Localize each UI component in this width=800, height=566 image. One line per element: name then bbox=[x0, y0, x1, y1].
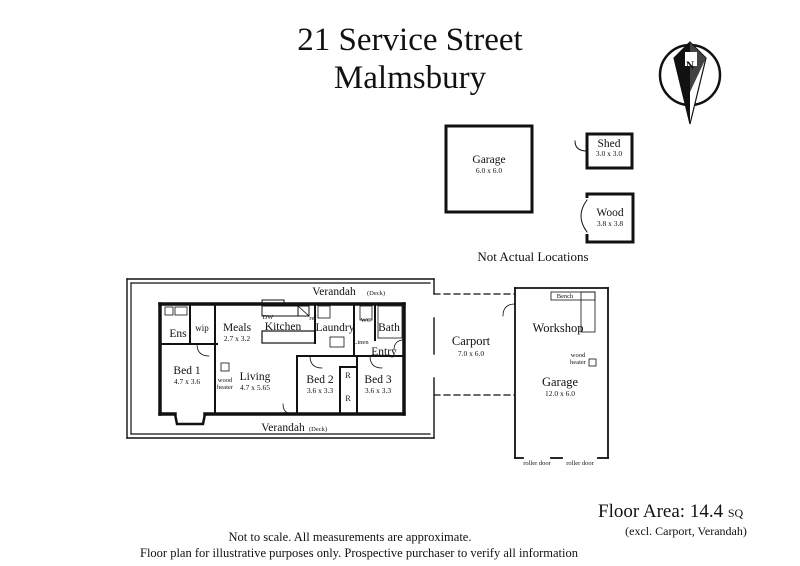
room-bed2-name: Bed 2 bbox=[306, 374, 333, 386]
wood-shed-size: 3.8 x 3.8 bbox=[597, 219, 624, 228]
robe-left: R bbox=[345, 371, 351, 380]
room-meals-name: Meals bbox=[223, 322, 252, 334]
garage-wood-heater-line-1: wood bbox=[571, 352, 586, 359]
title-line-2: Malmsbury bbox=[333, 60, 487, 96]
room-wip: wip bbox=[195, 323, 209, 333]
linen-label: Linen bbox=[353, 339, 369, 346]
room-ens: Ens bbox=[169, 328, 187, 340]
dishwasher-label: DW bbox=[263, 314, 275, 321]
carport-name: Carport bbox=[452, 334, 491, 348]
garage-building bbox=[514, 287, 609, 459]
compass-icon bbox=[658, 41, 722, 125]
wood-heater-line-2: heater bbox=[217, 384, 234, 391]
outbuilding-garage-size: 6.0 x 6.0 bbox=[476, 166, 503, 175]
garage-building-name: Garage bbox=[542, 375, 579, 389]
room-bed3-size: 3.6 x 3.3 bbox=[365, 386, 392, 395]
room-bath: Bath bbox=[378, 322, 400, 334]
bench-label: Bench bbox=[557, 293, 574, 300]
verandah-bottom-note: (Deck) bbox=[309, 426, 327, 433]
house-exterior-walls bbox=[158, 302, 406, 416]
disclaimer-line-1: Not to scale. All measurements are appro… bbox=[228, 530, 472, 544]
not-actual-locations: Not Actual Locations bbox=[477, 249, 588, 264]
roller-door-1: roller door bbox=[523, 460, 551, 467]
room-laundry: Laundry bbox=[316, 322, 355, 334]
room-bed1-name: Bed 1 bbox=[173, 365, 200, 377]
room-meals-size: 2.7 x 3.2 bbox=[224, 334, 251, 343]
detached-garage bbox=[444, 124, 534, 214]
roller-door-2: roller door bbox=[566, 460, 594, 467]
room-bed3-name: Bed 3 bbox=[364, 374, 391, 386]
carport-outline bbox=[433, 293, 516, 396]
room-wc: WC bbox=[361, 317, 371, 324]
room-bed2-size: 3.6 x 3.3 bbox=[307, 386, 334, 395]
wood-heater-line-1: wood bbox=[218, 377, 233, 384]
wood-heater-icon bbox=[220, 362, 230, 372]
floor-area-unit: SQ bbox=[727, 506, 744, 520]
workshop-label: Workshop bbox=[532, 321, 583, 335]
room-bed1-size: 4.7 x 3.6 bbox=[174, 377, 201, 386]
verandah-outline bbox=[126, 278, 435, 439]
garage-wood-heater-line-2: heater bbox=[570, 359, 587, 366]
verandah-top-label: Verandah bbox=[312, 286, 356, 298]
floor-area: Floor Area: 14.4 SQ bbox=[598, 501, 743, 523]
shed-name: Shed bbox=[598, 138, 621, 150]
floor-area-label: Floor Area: 14.4 bbox=[598, 501, 724, 522]
compass-letter: N bbox=[686, 60, 695, 72]
robe-right: R bbox=[345, 394, 351, 403]
wood-shed-name: Wood bbox=[596, 207, 623, 219]
verandah-top-note: (Deck) bbox=[367, 290, 385, 297]
room-living-size: 4.7 x 5.65 bbox=[240, 383, 270, 392]
shed-size: 3.0 x 3.0 bbox=[596, 149, 623, 158]
room-kitchen: Kitchen bbox=[265, 321, 302, 333]
title-line-1: 21 Service Street bbox=[297, 22, 523, 58]
garage-building-size: 12.0 x 6.0 bbox=[545, 389, 575, 398]
disclaimer-line-2: Floor plan for illustrative purposes onl… bbox=[140, 546, 578, 560]
verandah-bottom-label: Verandah bbox=[261, 422, 305, 434]
room-living-name: Living bbox=[240, 371, 271, 383]
carport-size: 7.0 x 6.0 bbox=[458, 349, 485, 358]
outbuilding-garage-name: Garage bbox=[472, 154, 505, 166]
fridge-label: ref bbox=[309, 315, 317, 322]
floor-area-note: (excl. Carport, Verandah) bbox=[625, 524, 747, 538]
room-entry: Entry bbox=[371, 346, 397, 358]
